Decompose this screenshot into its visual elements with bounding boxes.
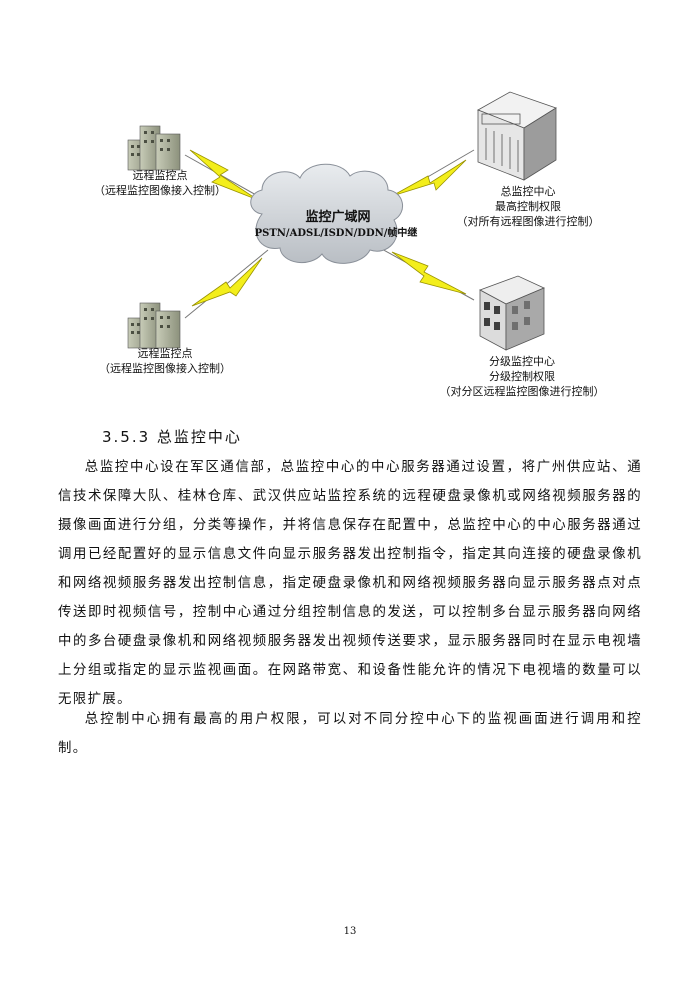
wan-cloud-icon [250, 163, 403, 264]
main-center-building-icon [477, 91, 557, 181]
branch-center-label: 分级监控中心 分级控制权限 （对分区远程监控图像进行控制） [422, 354, 622, 399]
remote-site-top-desc: （远程监控图像接入控制） [94, 184, 226, 197]
link-top-left [184, 154, 266, 201]
remote-site-bottom-name: 远程监控点 [137, 347, 193, 360]
main-center-desc: （对所有远程图像进行控制） [456, 215, 600, 228]
body-paragraph: 总监控中心设在军区通信部，总监控中心的中心服务器通过设置，将广州供应站、通信技术… [58, 460, 642, 707]
branch-center-building-icon [479, 275, 545, 351]
main-center-authority: 最高控制权限 [495, 200, 561, 213]
remote-site-top-label: 远程监控点 （远程监控图像接入控制） [80, 168, 240, 198]
lightning-bolt-icon [191, 257, 263, 307]
branch-center-desc: （对分区远程监控图像进行控制） [439, 385, 605, 398]
wan-cloud-subtitle: PSTN/ADSL/ISDN/DDN/帧中继 [254, 228, 418, 239]
remote-site-bottom-label: 远程监控点 （远程监控图像接入控制） [85, 346, 245, 376]
remote-site-bottom-desc: （远程监控图像接入控制） [99, 362, 231, 375]
branch-center-name: 分级监控中心 [489, 355, 555, 368]
section-heading: 3.5.3 总监控中心 [102, 428, 242, 446]
branch-center-authority: 分级控制权限 [489, 370, 555, 383]
remote-building-icon [127, 302, 181, 349]
main-center-name: 总监控中心 [500, 185, 556, 198]
main-center-label: 总监控中心 最高控制权限 （对所有远程图像进行控制） [438, 184, 618, 229]
network-diagram: 监控广域网 PSTN/ADSL/ISDN/DDN/帧中继 远程监控点 （远程监控… [0, 0, 700, 420]
remote-site-top-name: 远程监控点 [132, 169, 188, 182]
lightning-bolt-icon [391, 159, 467, 197]
wan-cloud-title: 监控广域网 [305, 210, 371, 225]
remote-building-icon [127, 125, 181, 171]
body-paragraph: 总控制中心拥有最高的用户权限，可以对不同分控中心下的监视画面进行调用和控制。 [58, 712, 642, 756]
lightning-bolt-icon [391, 251, 467, 295]
page-number: 13 [343, 926, 357, 937]
network-diagram-graphic [127, 91, 557, 351]
